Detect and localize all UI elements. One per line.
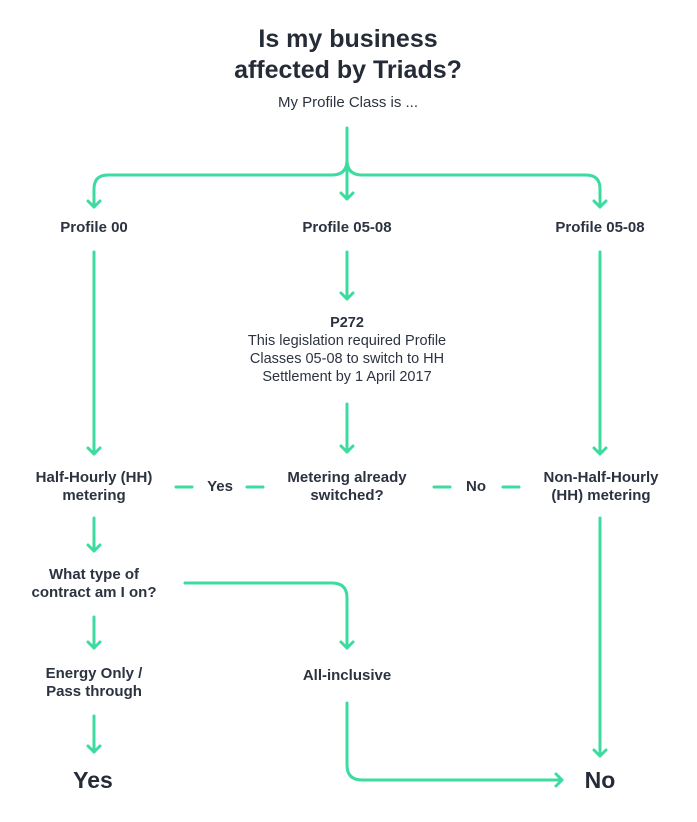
arrowhead [554, 772, 564, 788]
energy-only-line2: Pass through [46, 683, 142, 700]
yes-link-label: Yes [207, 478, 233, 495]
result-no: No [584, 767, 616, 793]
hh-metering-line2: metering [62, 487, 126, 504]
p272-line3: Settlement by 1 April 2017 [262, 369, 432, 385]
p272-heading: P272 [330, 315, 364, 331]
arrowhead [339, 640, 355, 650]
p272-line2: Classes 05-08 to switch to HH [249, 351, 445, 367]
arrowhead [86, 543, 102, 553]
arrowhead [86, 744, 102, 754]
node-all-inclusive: All-inclusive [302, 667, 392, 684]
arrowhead [592, 748, 608, 758]
arrowhead [339, 444, 355, 454]
arrowhead [86, 446, 102, 456]
node-profile-05-08-middle: Profile 05-08 [302, 219, 392, 236]
subtitle: My Profile Class is ... [277, 94, 419, 111]
arrowhead [339, 291, 355, 301]
energy-only-line1: Energy Only / [45, 665, 143, 682]
connector-top-left [92, 158, 349, 209]
arrowhead [86, 640, 102, 650]
no-link-label: No [466, 478, 486, 495]
contract-question-line2: contract am I on? [31, 584, 157, 601]
page-title-line1: Is my business [258, 25, 438, 53]
p272-line1: This legislation required Profile [247, 333, 447, 349]
arrowhead [86, 199, 102, 209]
page-title-line2: affected by Triads? [234, 56, 462, 84]
arrowhead [592, 199, 608, 209]
node-profile-00: Profile 00 [60, 219, 128, 236]
node-profile-05-08-right: Profile 05-08 [555, 219, 645, 236]
connector-top-right [345, 158, 602, 209]
result-yes: Yes [73, 767, 113, 793]
node-contract-question: What type of contract am I on? [4, 566, 184, 602]
node-p272: P272 This legislation required Profile C… [197, 314, 497, 386]
node-nhh-metering: Non-Half-Hourly (HH) metering [515, 469, 687, 505]
nhh-metering-line2: (HH) metering [551, 487, 651, 504]
metering-question-line2: switched? [310, 487, 384, 504]
node-energy-only: Energy Only / Pass through [4, 665, 184, 701]
arrowhead [339, 191, 355, 201]
contract-question-line1: What type of [49, 566, 139, 583]
hh-metering-line1: Half-Hourly (HH) [35, 469, 153, 486]
metering-question-line1: Metering already [287, 469, 407, 486]
node-metering-switched-question: Metering already switched? [262, 469, 432, 505]
connector-contract-to-allinclusive [183, 581, 349, 650]
nhh-metering-line1: Non-Half-Hourly [543, 469, 659, 486]
arrowhead [592, 446, 608, 456]
node-hh-metering: Half-Hourly (HH) metering [14, 469, 174, 505]
connector-allinclusive-to-no [345, 701, 564, 782]
